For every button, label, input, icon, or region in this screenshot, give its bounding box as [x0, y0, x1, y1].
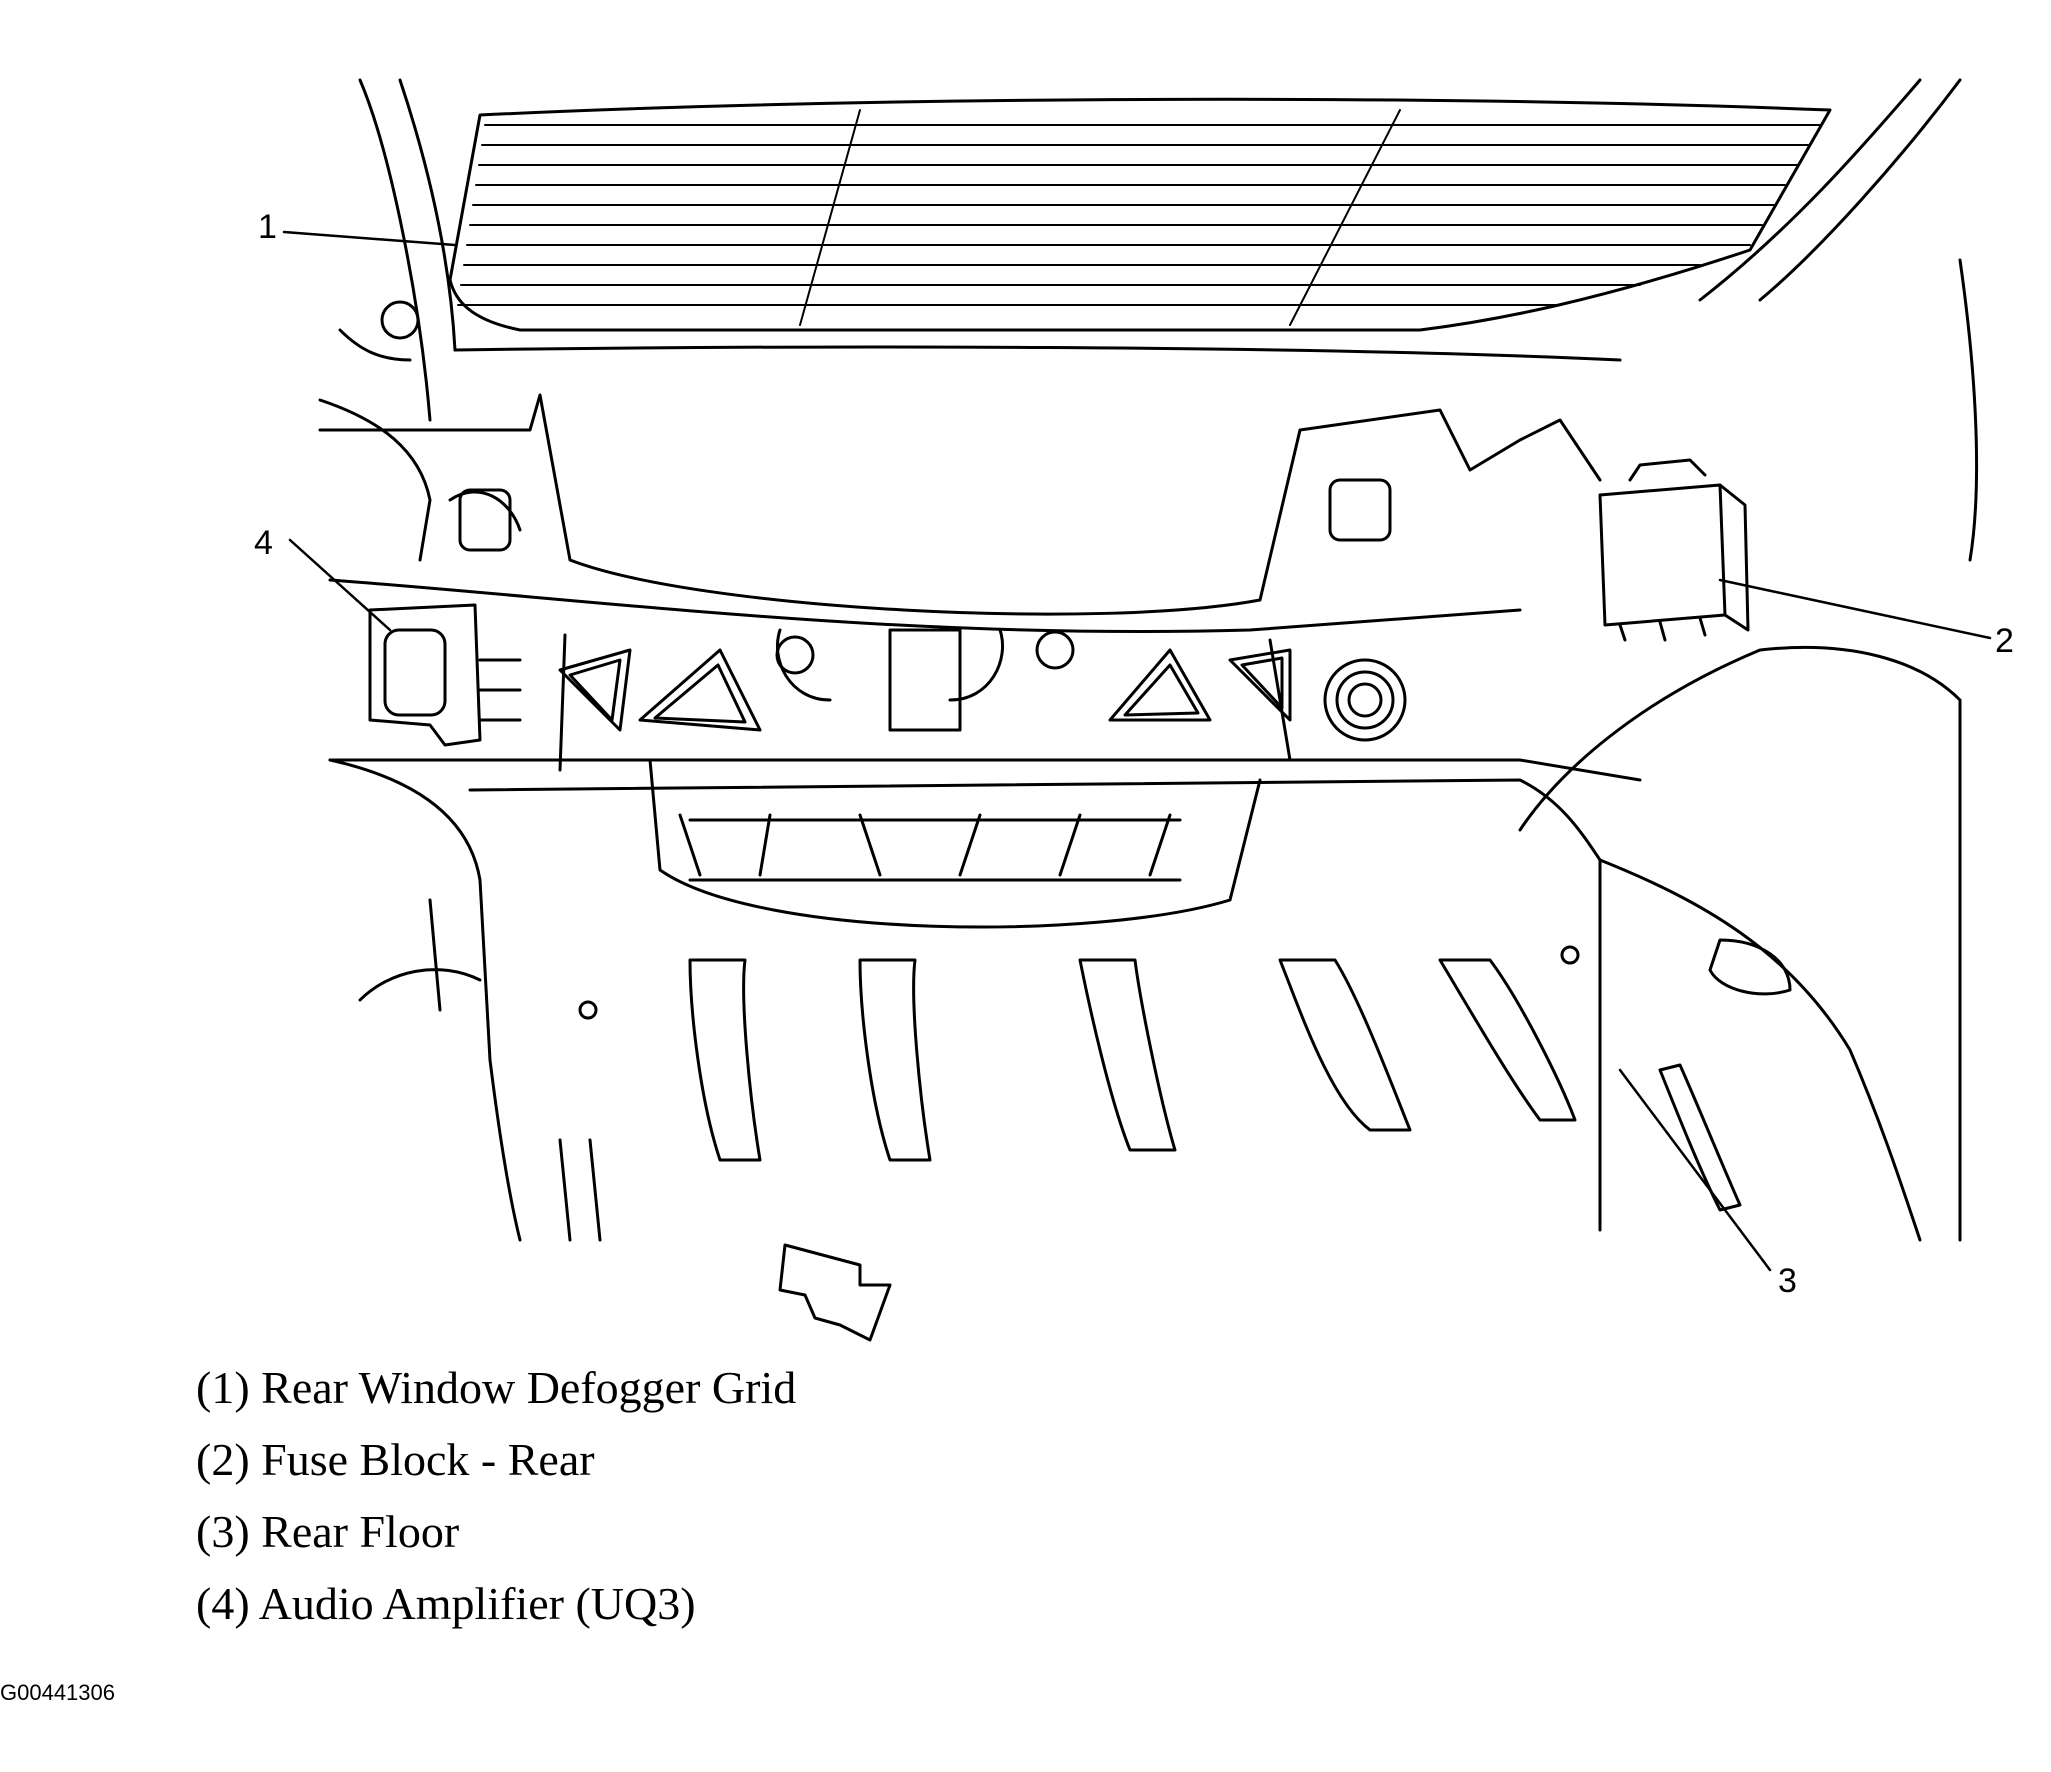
legend-item-3: (3) Rear Floor [196, 1506, 460, 1557]
legend-item-4: (4) Audio Amplifier (UQ3) [196, 1578, 696, 1629]
rear-panel [318, 393, 1642, 782]
rear-window [448, 97, 1832, 362]
callout-4: 4 [254, 524, 273, 562]
callout-3: 3 [1778, 1262, 1797, 1300]
forward-direction-arrow [778, 1243, 892, 1342]
audio-amplifier [368, 603, 522, 747]
left-wheel-well [328, 758, 522, 1242]
legend: (1) Rear Window Defogger Grid (2) Fuse B… [196, 1352, 796, 1640]
rear-floor [468, 758, 1602, 1242]
left-fitting [380, 300, 420, 340]
left-pillar [358, 78, 457, 422]
leader-lines [282, 230, 1992, 1272]
callout-2: 2 [1995, 622, 2014, 660]
defogger-grid-lines [457, 109, 1821, 326]
rear-fuse-block [1598, 458, 1750, 642]
legend-item-1: (1) Rear Window Defogger Grid [196, 1362, 797, 1413]
legend-item-2: (2) Fuse Block - Rear [196, 1434, 595, 1485]
right-wheel-well [1518, 646, 1962, 1242]
callout-1: 1 [258, 208, 277, 246]
right-trim-slot [1658, 1063, 1742, 1212]
left-bracket [318, 328, 522, 562]
right-pillar [1698, 78, 1979, 562]
figure-id: G00441306 [0, 1680, 115, 1705]
